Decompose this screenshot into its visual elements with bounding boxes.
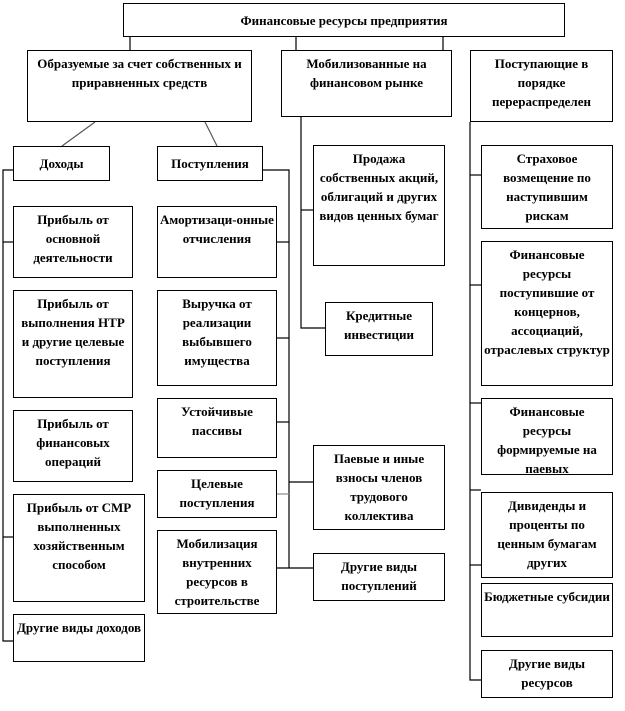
redistribution-item: Бюджетные субсидии [481, 583, 613, 637]
receipts-item: Целевые поступления [157, 470, 277, 518]
income-item: Прибыль от СМР выполненных хозяйственным… [13, 494, 145, 602]
receipts-item: Амортизаци-онные отчисления [157, 206, 277, 278]
market-item: Другие виды поступлений [313, 553, 445, 601]
redistribution-item: Финансовые ресурсы формируемые на паевых [481, 398, 613, 476]
market-item: Продажа собственных акций, облигаций и д… [313, 145, 445, 266]
receipts-item: Устойчивые пассивы [157, 398, 277, 458]
redistribution-item: Страховое возмещение по наступившим риск… [481, 145, 613, 229]
group-own-box: Образуемые за счет собственных и приравн… [27, 50, 252, 122]
income-item: Прибыль от выполнения НТР и другие целев… [13, 290, 133, 398]
income-item: Прибыль от основной деятельности [13, 206, 133, 278]
group-redistribution-box: Поступающие в порядке перераспределен [470, 50, 613, 122]
income-title-box: Доходы [13, 146, 110, 181]
root-box: Финансовые ресурсы предприятия [123, 3, 565, 37]
receipts-item: Выручка от реализации выбывшего имуществ… [157, 290, 277, 386]
market-item: Паевые и иные взносы членов трудового ко… [313, 445, 445, 530]
redistribution-item: Финансовые ресурсы поступившие от концер… [481, 241, 613, 386]
receipts-item: Мобилизация внутренних ресурсов в строит… [157, 530, 277, 614]
market-item: Кредитные инвестиции [325, 302, 433, 356]
income-item: Прибыль от финансовых операций [13, 410, 133, 482]
receipts-title-box: Поступления [157, 146, 263, 181]
redistribution-item: Дивиденды и проценты по ценным бумагам д… [481, 492, 613, 578]
group-market-box: Мобилизованные на финансовом рынке [281, 50, 452, 117]
redistribution-item: Другие виды ресурсов [481, 650, 613, 698]
income-item: Другие виды доходов [13, 614, 145, 662]
